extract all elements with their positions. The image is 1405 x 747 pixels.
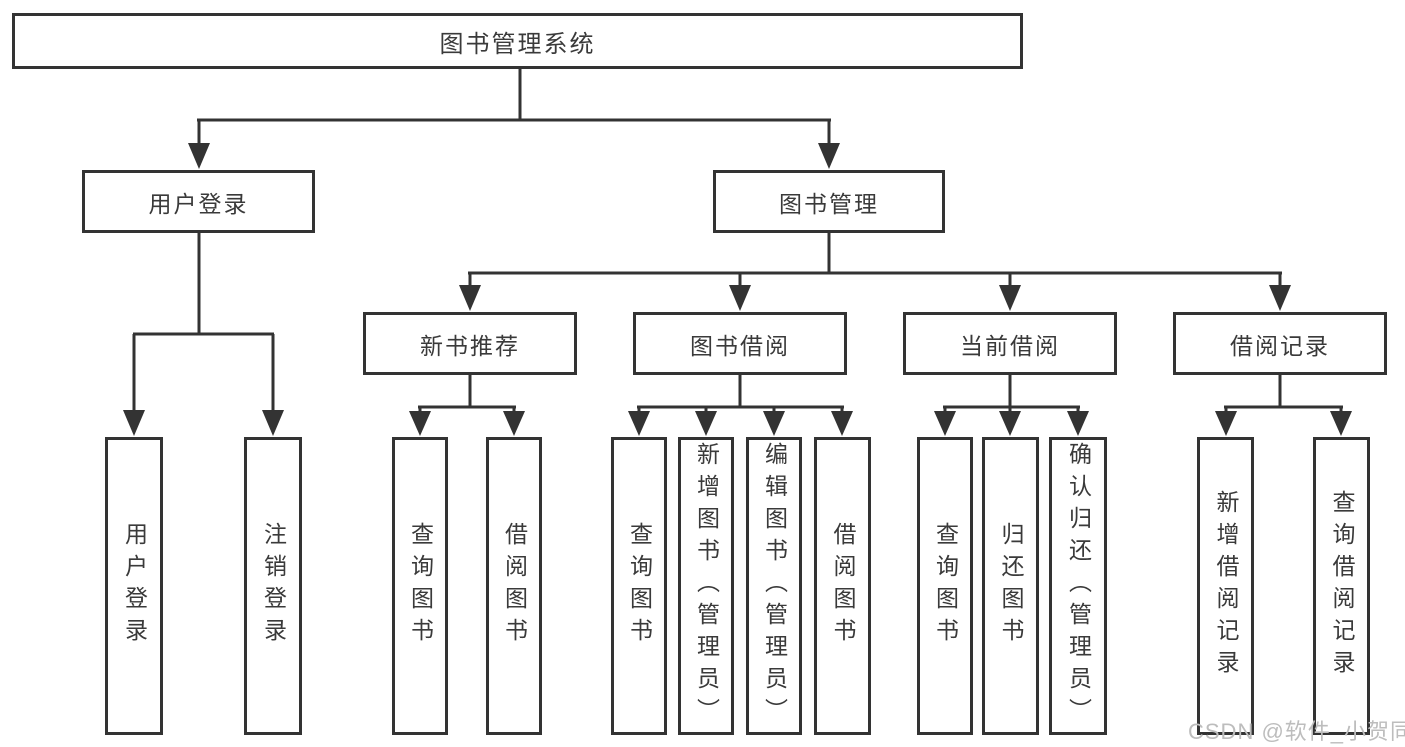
leaf-confirm-return-admin: 确认归还（管理员） [1049,437,1107,735]
node-label: 查询图书 [932,522,959,650]
node-label: 用户登录 [148,190,249,217]
node-label: 当前借阅 [960,332,1060,359]
csdn-watermark: CSDN @软件_小贺同学 [1188,719,1405,744]
node-label: 借阅记录 [1230,332,1330,359]
node-label: 图书管理系统 [439,30,596,58]
node-borrowing-records: 借阅记录 [1173,312,1387,375]
leaf-logout: 注销登录 [244,437,302,735]
node-user-login: 用户登录 [82,170,315,233]
node-label: 借阅图书 [830,522,856,650]
node-current-borrowing: 当前借阅 [903,312,1117,375]
node-label: 查询图书 [407,522,434,650]
node-label: 归还图书 [998,522,1024,650]
node-label: 新书推荐 [420,332,520,359]
node-label: 查询图书 [626,522,653,650]
leaf-query-borrow-record: 查询借阅记录 [1313,437,1370,735]
node-label: 用户登录 [121,522,148,650]
node-label: 编辑图书（管理员） [761,442,788,730]
node-book-management: 图书管理 [713,170,945,233]
leaf-borrow-books: 借阅图书 [814,437,871,735]
leaf-user-login: 用户登录 [105,437,163,735]
leaf-query-books-borrow: 查询图书 [611,437,667,735]
leaf-add-books-admin: 新增图书（管理员） [678,437,734,735]
node-book-borrowing: 图书借阅 [633,312,847,375]
node-library-management-system: 图书管理系统 [12,13,1023,69]
leaf-return-books: 归还图书 [982,437,1039,735]
node-label: 新增借阅记录 [1213,490,1239,682]
leaf-query-books-recommend: 查询图书 [392,437,448,735]
node-new-book-recommend: 新书推荐 [363,312,577,375]
node-label: 注销登录 [260,522,287,650]
node-label: 图书借阅 [690,332,790,359]
node-label: 新增图书（管理员） [693,442,720,730]
leaf-borrow-books-recommend: 借阅图书 [486,437,542,735]
leaf-add-borrow-record: 新增借阅记录 [1197,437,1254,735]
node-label: 图书管理 [779,190,879,217]
node-label: 查询借阅记录 [1329,490,1355,682]
leaf-edit-books-admin: 编辑图书（管理员） [746,437,802,735]
leaf-query-books-current: 查询图书 [917,437,973,735]
node-label: 借阅图书 [501,522,528,650]
node-label: 确认归还（管理员） [1065,442,1092,730]
